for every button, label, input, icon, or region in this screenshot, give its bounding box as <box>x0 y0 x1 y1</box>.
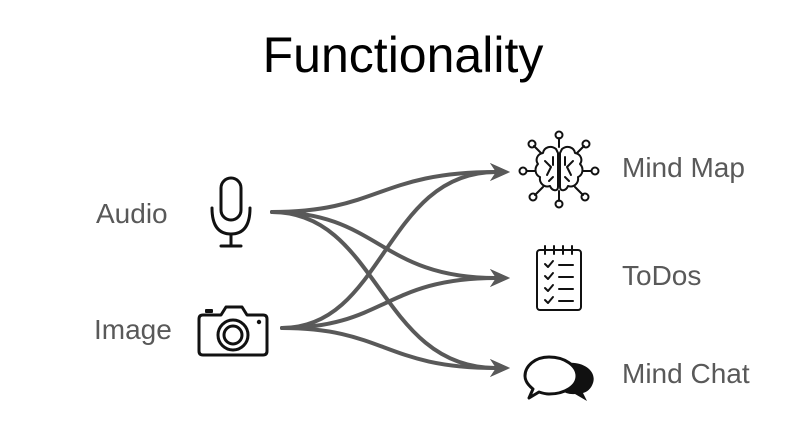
edge-audio-to-todos <box>270 210 498 280</box>
input-label-audio: Audio <box>96 198 168 229</box>
output-label-mind-map: Mind Map <box>622 152 745 183</box>
arrowhead-image-to-mindchat <box>490 359 510 377</box>
output-label-todos: ToDos <box>622 260 702 291</box>
output-label-mind-chat: Mind Chat <box>622 358 750 389</box>
microphone-icon <box>210 176 252 248</box>
edge-image-to-todos <box>280 276 498 330</box>
brain-network-icon <box>518 130 600 209</box>
checklist-icon <box>536 245 582 311</box>
edge-group <box>270 163 510 377</box>
chat-bubbles-icon <box>523 355 594 401</box>
edge-image-to-mindmap <box>280 170 498 330</box>
arrowhead-image-to-mindmap <box>490 163 510 181</box>
input-label-image: Image <box>94 314 172 345</box>
edge-audio-to-mindchat <box>270 210 498 370</box>
edge-image-to-mindchat <box>280 326 498 370</box>
page-title: Functionality <box>262 27 544 83</box>
camera-icon <box>197 305 269 357</box>
arrowhead-image-to-todos <box>490 269 510 287</box>
edge-audio-to-mindmap <box>270 170 498 214</box>
